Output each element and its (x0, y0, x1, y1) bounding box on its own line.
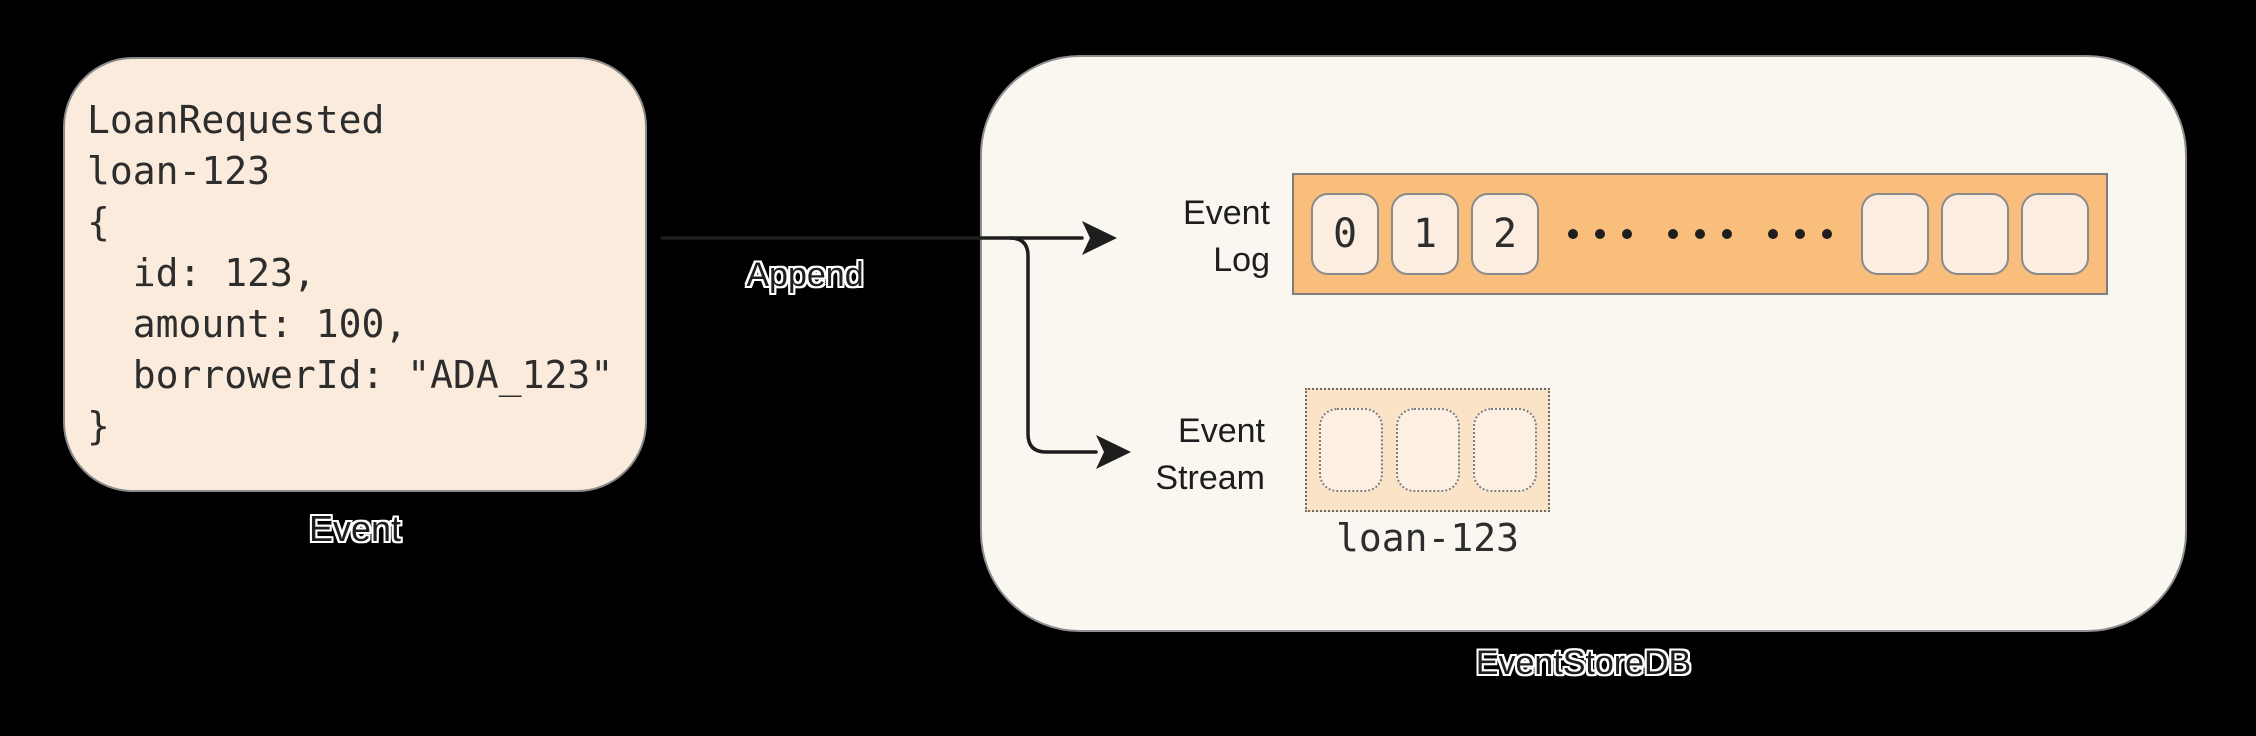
event-card: LoanRequested loan-123 { id: 123, amount… (63, 57, 647, 492)
eventstoredb-box (980, 55, 2187, 632)
dot-icon (1568, 229, 1578, 239)
append-arrowhead-stream (1096, 435, 1131, 469)
dot-icon (1668, 229, 1678, 239)
dot-icon (1768, 229, 1778, 239)
event-log-dots (1539, 229, 1861, 239)
dot-icon (1622, 229, 1632, 239)
stream-name: loan-123 (1335, 516, 1520, 560)
event-log-cell: 1 (1391, 193, 1459, 275)
eventstoredb-caption: EventStoreDB (1475, 644, 1692, 682)
event-log-cell: 0 (1311, 193, 1379, 275)
dot-icon (1722, 229, 1732, 239)
event-stream-label: Event Stream (1155, 412, 1265, 497)
append-arrowhead-log (1082, 221, 1117, 255)
event-log-empty-cell (1941, 193, 2009, 275)
event-caption: Event (308, 508, 402, 549)
event-log-empty-cell (1861, 193, 1929, 275)
dot-icon (1822, 229, 1832, 239)
event-log-label: Event Log (1183, 194, 1270, 279)
dot-icon (1795, 229, 1805, 239)
event-log-cell: 2 (1471, 193, 1539, 275)
dot-icon (1595, 229, 1605, 239)
event-log-empty-cell (2021, 193, 2089, 275)
event-code: LoanRequested loan-123 { id: 123, amount… (87, 98, 614, 448)
event-log-empty-cells (1861, 193, 2089, 275)
append-label: Append (746, 256, 864, 294)
event-stream-cell (1318, 408, 1383, 492)
event-stream-box (1305, 388, 1550, 512)
append-arrow-fork (1008, 236, 1098, 454)
dot-icon (1695, 229, 1705, 239)
event-stream-cell (1395, 408, 1460, 492)
event-stream-cell (1472, 408, 1537, 492)
